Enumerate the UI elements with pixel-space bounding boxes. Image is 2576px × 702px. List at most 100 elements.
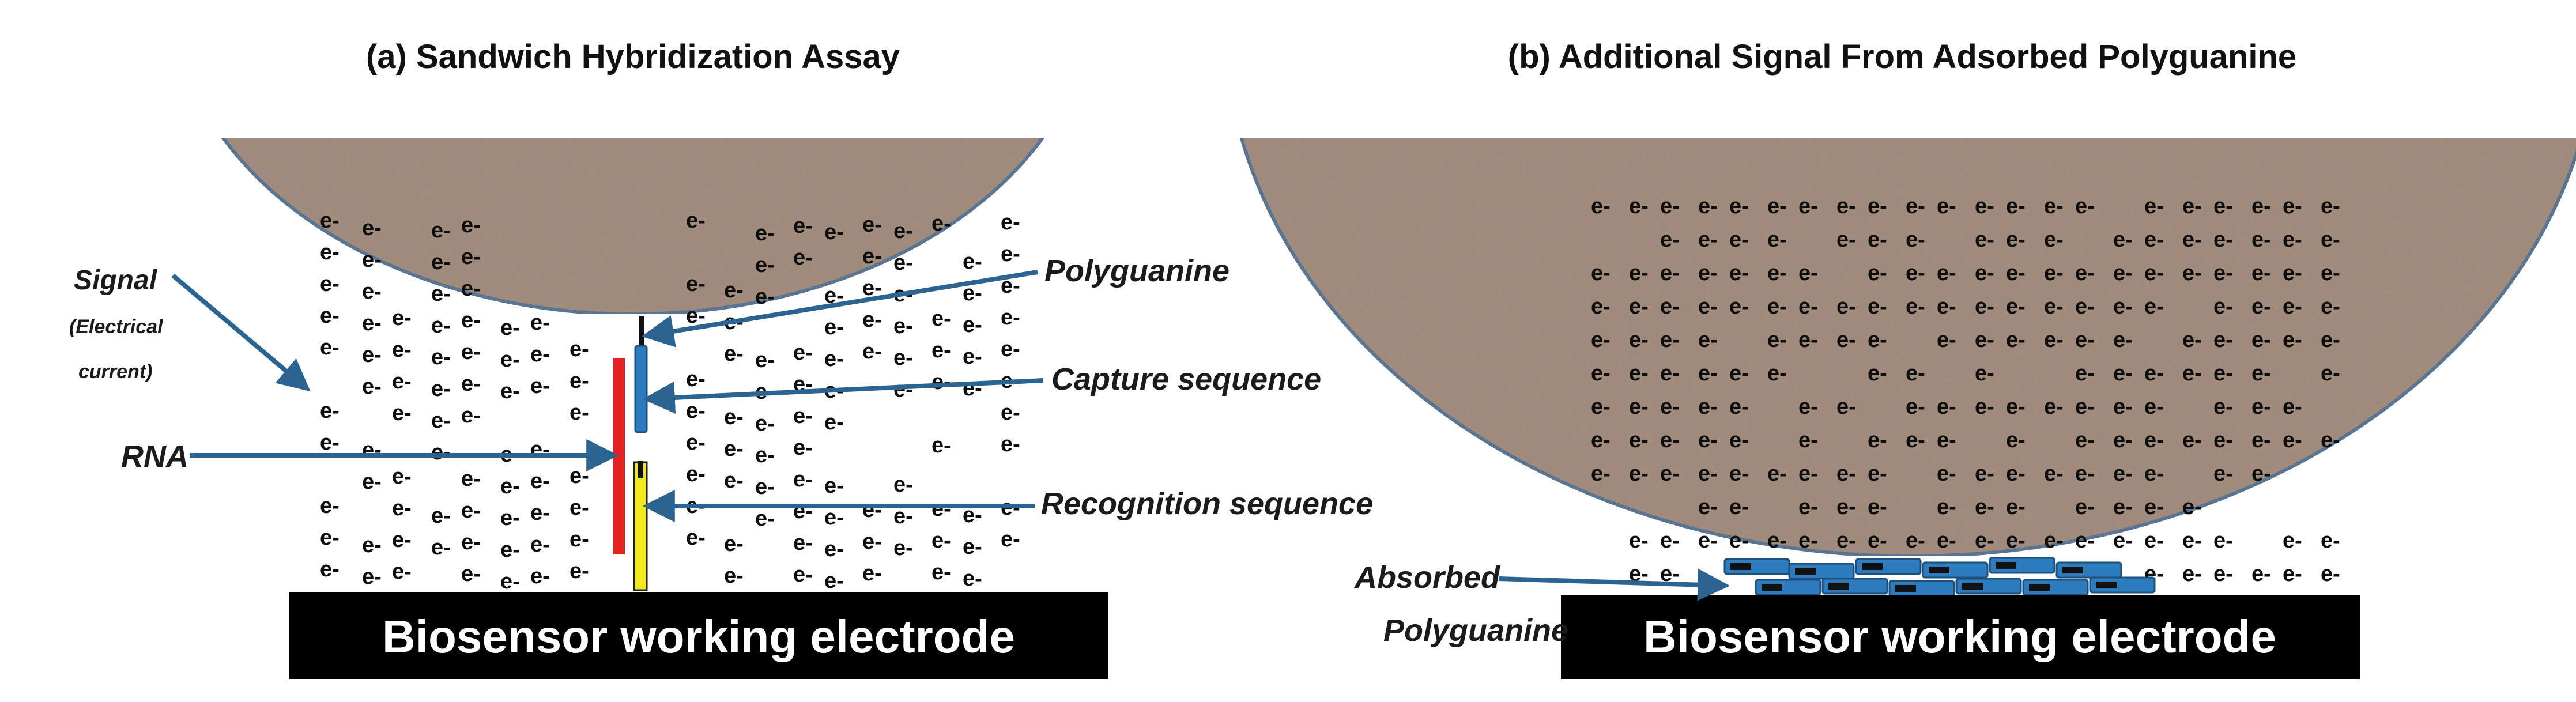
electron-symbol: e- (1975, 295, 1994, 319)
electron-symbol: e- (2113, 328, 2133, 352)
polyguanine-block (1855, 558, 1922, 575)
electron-symbol: e- (2182, 529, 2202, 553)
electron-symbol: e- (755, 507, 775, 531)
bead-shape (221, 138, 1044, 316)
polyguanine-block (2055, 561, 2122, 579)
electron-symbol: e- (1660, 395, 1680, 419)
electron-symbol: e- (1698, 428, 1718, 452)
polyguanine-block (1821, 578, 1888, 595)
electron-symbol: e- (2283, 228, 2302, 252)
electron-symbol: e- (2113, 395, 2133, 419)
electron-symbol: e- (1001, 305, 1020, 330)
electron-symbol: e- (2006, 462, 2026, 486)
electron-symbol: e- (724, 342, 744, 366)
polyguanine-block (1788, 563, 1855, 580)
electron-symbol: e- (2006, 194, 2026, 218)
electron-symbol: e- (1698, 194, 1718, 218)
electron-symbol: e- (1767, 328, 1787, 352)
electron-symbol: e- (1937, 194, 1956, 218)
electron-symbol: e- (793, 404, 813, 428)
electron-symbol: e- (1729, 495, 1749, 519)
electron-symbol: e- (2283, 261, 2302, 285)
polyguanine-block-cap (1795, 568, 1816, 575)
recognition-cap (638, 461, 643, 478)
electron-symbol: e- (431, 282, 451, 306)
electron-symbol: e- (793, 246, 813, 270)
electron-symbol: e- (2113, 529, 2133, 553)
electron-symbol: e- (1698, 462, 1718, 486)
electron-symbol: e- (793, 214, 813, 238)
electron-symbol: e- (1767, 261, 1787, 285)
capture-sequence-label: Capture sequence (1051, 362, 1321, 397)
electron-symbol: e- (1698, 361, 1718, 386)
electron-symbol: e- (362, 470, 382, 494)
electron-symbol: e- (2113, 361, 2133, 386)
absorbed-polyguanine-arrow (1498, 568, 1730, 601)
electron-symbol: e- (431, 345, 451, 369)
electron-symbol: e- (1798, 328, 1818, 352)
electron-symbol: e- (1660, 462, 1680, 486)
electron-symbol: e- (320, 209, 340, 233)
electron-symbol: e- (2283, 194, 2302, 218)
electron-symbol: e- (1836, 295, 1856, 319)
electron-symbol: e- (1836, 395, 1856, 419)
electron-symbol: e- (392, 306, 412, 330)
electron-symbol: e- (793, 467, 813, 492)
polyguanine-label: Polyguanine (1044, 254, 1229, 288)
absorbed-label-line2: Polyguanine (1383, 613, 1568, 648)
electron-symbol: e- (1591, 361, 1611, 386)
signal-sub-label-1: (Electrical (69, 316, 164, 338)
electron-symbol: e- (500, 506, 520, 530)
electron-symbol: e- (1591, 395, 1611, 419)
electron-symbol: e- (431, 377, 451, 401)
electron-symbol: e- (2213, 562, 2233, 586)
electron-symbol: e- (862, 244, 882, 269)
electron-symbol: e- (1836, 328, 1856, 352)
probe-assembly (613, 316, 648, 591)
electron-symbol: e- (392, 338, 412, 362)
electron-symbol: e- (2113, 261, 2133, 285)
electron-symbol: e- (569, 337, 589, 361)
electron-symbol: e- (686, 462, 706, 486)
electron-symbol: e- (2182, 228, 2202, 252)
electron-symbol: e- (2213, 261, 2233, 285)
electron-symbol: e- (2006, 495, 2026, 519)
polyguanine-block-cap (1730, 563, 1751, 570)
electron-symbol: e- (320, 526, 340, 550)
electron-symbol: e- (2144, 495, 2164, 519)
electron-symbol: e- (2321, 261, 2340, 285)
electron-symbol: e- (1906, 194, 1925, 218)
electron-symbol: e- (1660, 295, 1680, 319)
electron-symbol: e- (893, 251, 913, 275)
electron-symbol: e- (362, 565, 382, 589)
electron-symbol: e- (1629, 529, 1649, 553)
electron-symbol: e- (500, 348, 520, 372)
polyguanine-block-cap (1862, 563, 1883, 570)
electron-symbol: e- (1591, 328, 1611, 352)
electron-symbol: e- (2213, 529, 2233, 553)
electron-symbol: e- (1629, 462, 1649, 486)
rna-label: RNA (121, 439, 188, 474)
electron-symbol: e- (963, 535, 982, 559)
electron-symbol: e- (793, 436, 813, 460)
electron-symbol: e- (362, 343, 382, 367)
electron-symbol: e- (1767, 361, 1787, 386)
electron-symbol: e- (1937, 495, 1956, 519)
panel-a-electrons: e-e-e-e-e-e-e-e-e-e-e-e-e-e-e-e-e-e-e-e-… (320, 209, 1020, 594)
electron-symbol: e- (862, 308, 882, 332)
electron-symbol: e- (862, 530, 882, 554)
electron-symbol: e- (2113, 295, 2133, 319)
electron-symbol: e- (1975, 395, 1994, 419)
electron-symbol: e- (461, 340, 481, 364)
electron-symbol: e- (2251, 328, 2271, 352)
electron-symbol: e- (2144, 462, 2164, 486)
electron-symbol: e- (362, 248, 382, 272)
electron-symbol: e- (686, 367, 706, 391)
electron-symbol: e- (2044, 194, 2064, 218)
electron-symbol: e- (320, 431, 340, 455)
electron-symbol: e- (1767, 194, 1787, 218)
electron-symbol: e- (2321, 361, 2340, 386)
panel-a-title: (a) Sandwich Hybridization Assay (366, 38, 900, 76)
electron-symbol: e- (2283, 295, 2302, 319)
electron-symbol: e- (2321, 328, 2340, 352)
